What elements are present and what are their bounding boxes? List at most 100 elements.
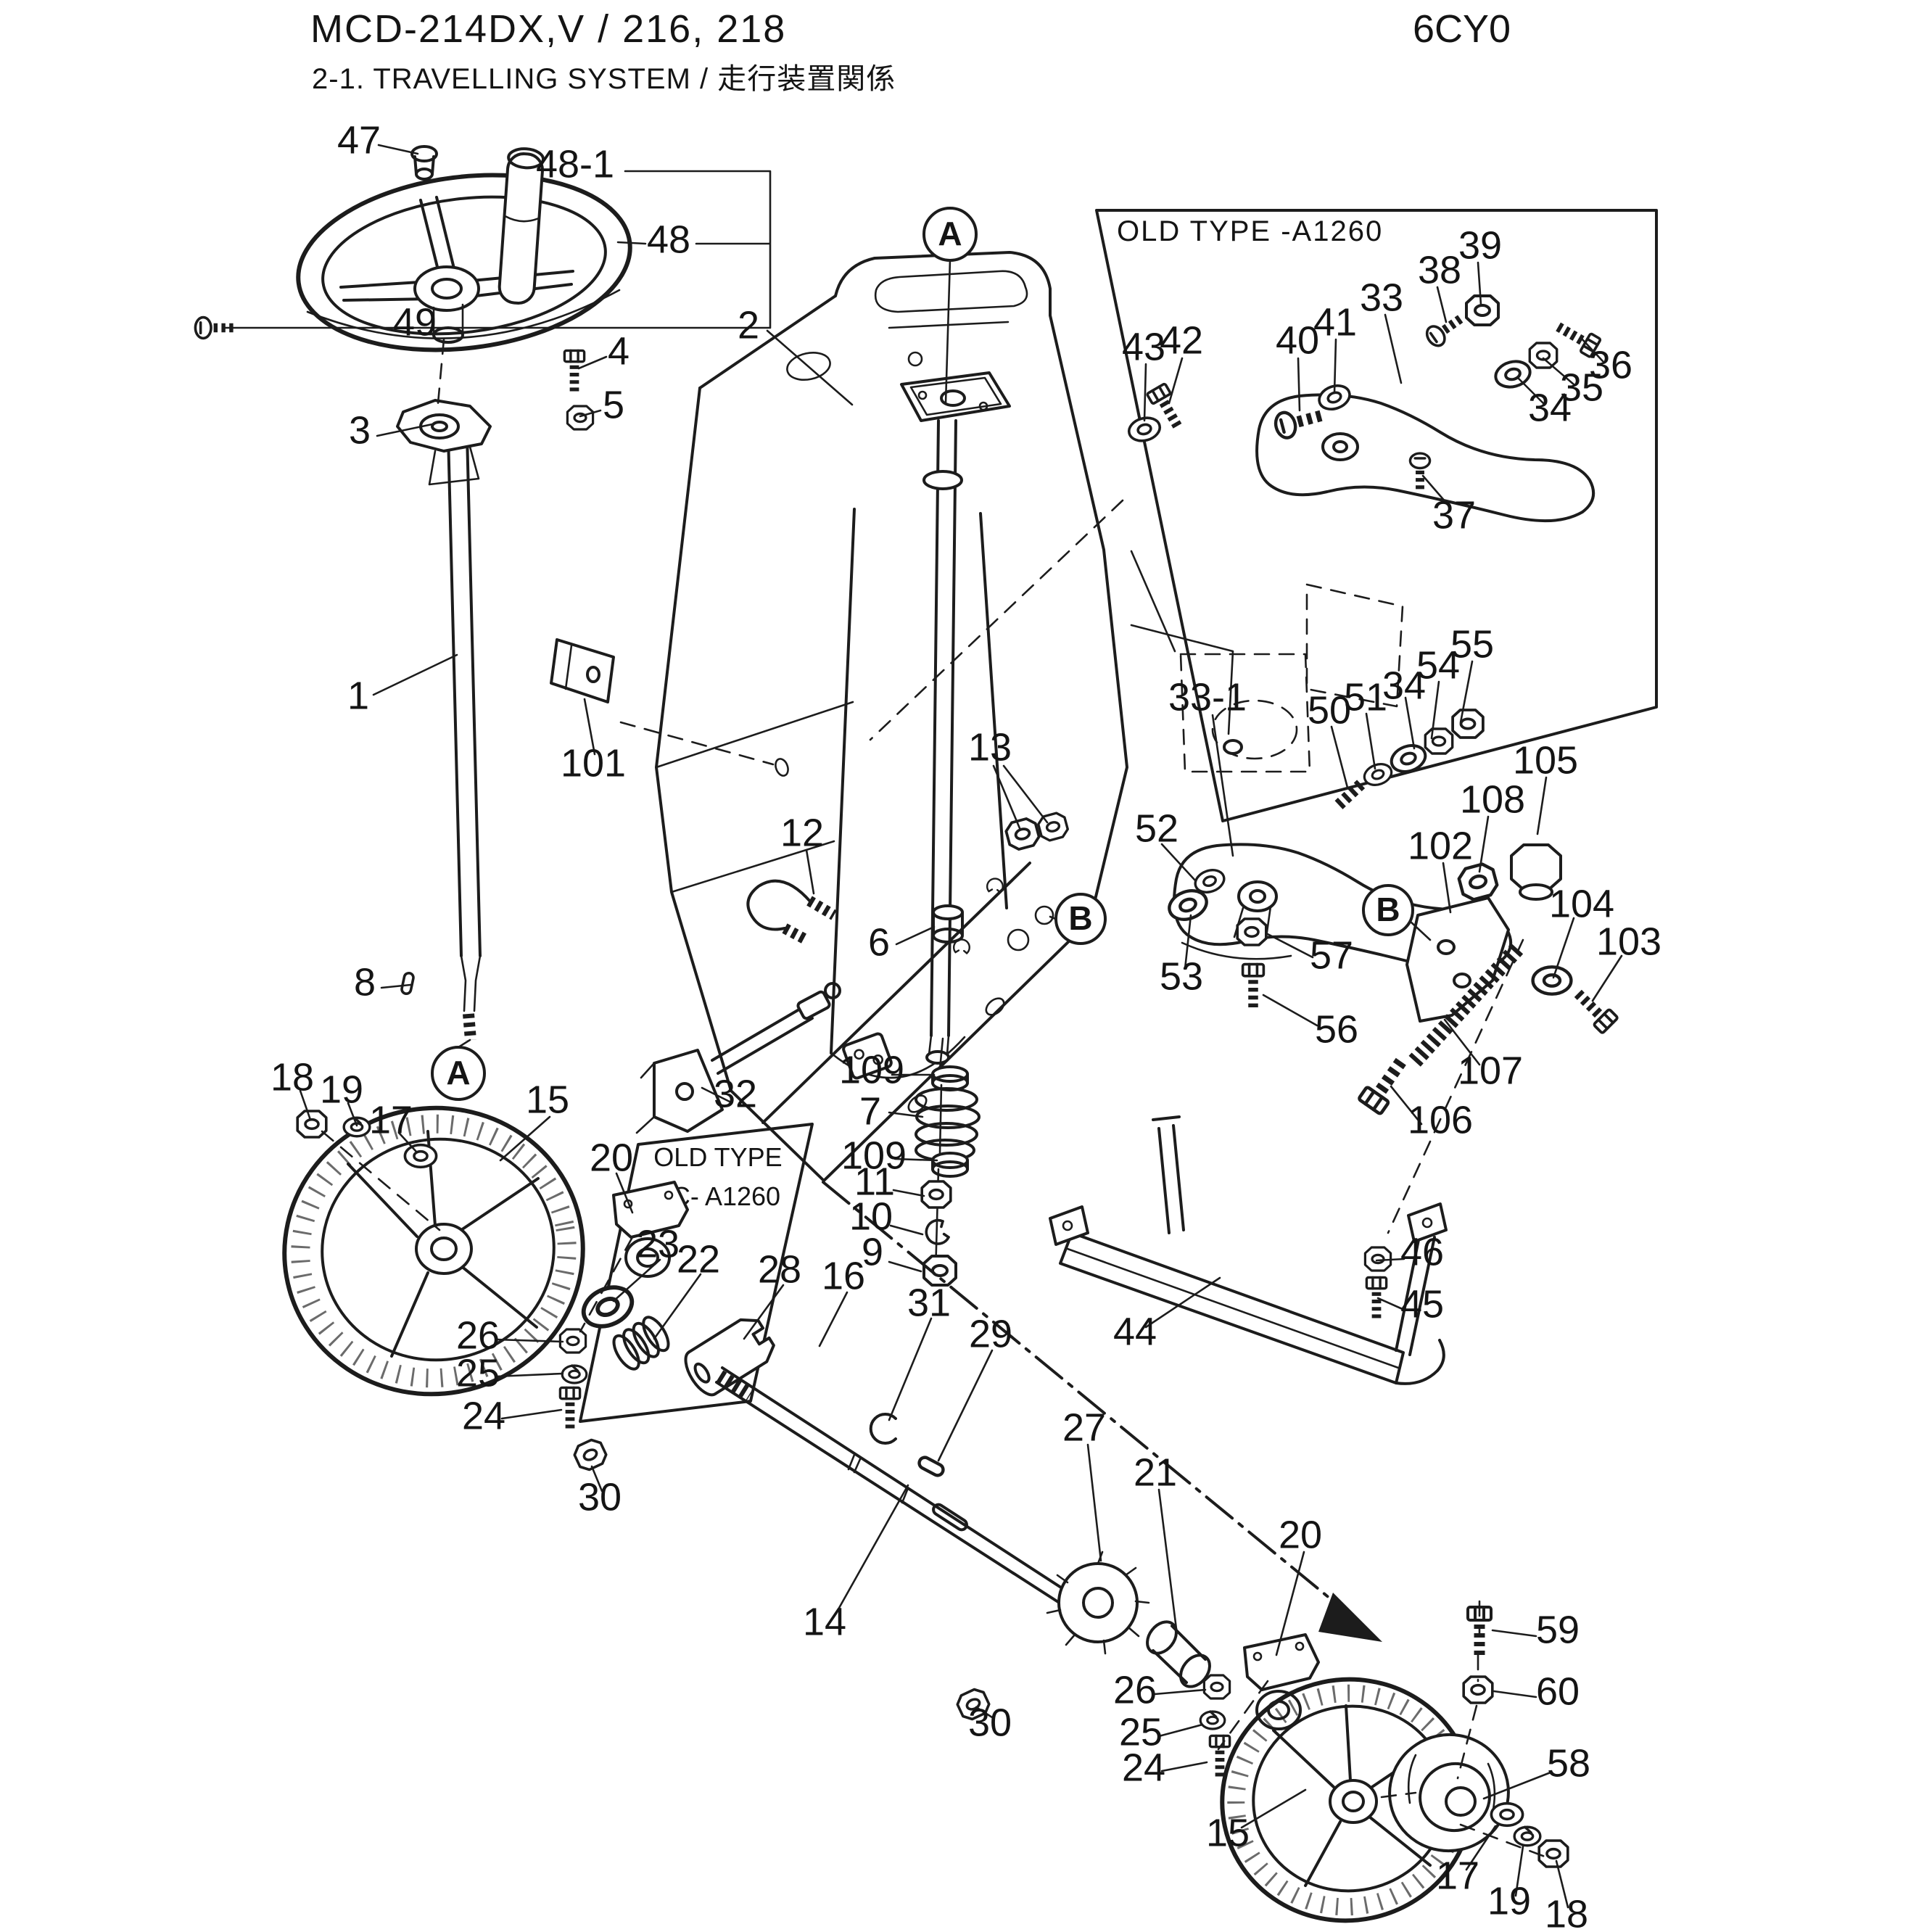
part-label-59: 59 xyxy=(1536,1608,1580,1651)
view-marker-a-left-letter: A xyxy=(446,1054,470,1091)
body-drawing xyxy=(655,251,1128,1182)
section-arrow xyxy=(822,1181,1382,1642)
part-label-2: 2 xyxy=(738,303,759,347)
old-type-a1260-inset-box: OLD TYPE -A1260 xyxy=(1095,209,1658,822)
part-label-102: 102 xyxy=(1408,824,1473,867)
part-label-34: 34 xyxy=(1528,386,1572,429)
view-marker-b-right-letter: B xyxy=(1376,891,1400,928)
part-label-20: 20 xyxy=(1279,1513,1322,1556)
part-label-33-1: 33-1 xyxy=(1168,675,1247,719)
part-label-24: 24 xyxy=(462,1394,505,1437)
view-marker-a-left: A xyxy=(431,1046,486,1101)
part-label-109: 109 xyxy=(841,1134,907,1177)
page-code: 6CY0 xyxy=(1413,7,1511,51)
part-label-11: 11 xyxy=(854,1160,895,1203)
part-label-24: 24 xyxy=(1122,1746,1165,1789)
part-label-17: 17 xyxy=(1436,1854,1479,1897)
old-type-right-title: OLD TYPE -A1260 xyxy=(1117,215,1383,247)
view-marker-b-left: B xyxy=(1054,893,1107,945)
part-label-107: 107 xyxy=(1458,1049,1523,1092)
view-marker-b-right: B xyxy=(1362,884,1414,936)
view-marker-b-left-letter: B xyxy=(1068,899,1092,937)
part-label-5: 5 xyxy=(603,383,624,426)
part-label-37: 37 xyxy=(1432,493,1476,537)
clutch-parts-drawing xyxy=(577,1280,775,1397)
part-label-108: 108 xyxy=(1460,777,1525,821)
part-label-38: 38 xyxy=(1418,248,1461,292)
part-label-12: 12 xyxy=(780,811,824,854)
lever-32-drawing xyxy=(635,982,841,1134)
bracket-101-drawing xyxy=(550,638,789,777)
part-label-1: 1 xyxy=(347,674,369,717)
part-label-28: 28 xyxy=(758,1247,801,1291)
part-label-25: 25 xyxy=(1119,1710,1163,1754)
view-marker-a-top-letter: A xyxy=(938,215,962,252)
part-label-53: 53 xyxy=(1160,954,1203,998)
part-label-15: 15 xyxy=(1206,1811,1250,1854)
part-label-50: 50 xyxy=(1308,688,1351,732)
part-label-26: 26 xyxy=(456,1313,500,1357)
part-label-103: 103 xyxy=(1596,920,1661,963)
part-label-30: 30 xyxy=(578,1475,622,1519)
part-label-34: 34 xyxy=(1382,664,1426,707)
part-label-52: 52 xyxy=(1135,806,1178,850)
part-label-42: 42 xyxy=(1160,318,1203,362)
handwheel-drawing xyxy=(195,145,632,1041)
part-label-58: 58 xyxy=(1547,1741,1590,1785)
part-label-45: 45 xyxy=(1400,1282,1444,1326)
part-label-49: 49 xyxy=(393,300,437,344)
part-label-106: 106 xyxy=(1408,1098,1473,1142)
axle-assembly-drawing xyxy=(715,1366,1320,1778)
part-label-48-1: 48-1 xyxy=(536,142,614,186)
part-label-48: 48 xyxy=(647,218,690,261)
part-label-18: 18 xyxy=(1545,1892,1588,1932)
part-label-29: 29 xyxy=(969,1312,1012,1355)
part-label-47: 47 xyxy=(337,118,381,162)
part-label-13: 13 xyxy=(968,725,1012,769)
part-label-8: 8 xyxy=(354,960,376,1004)
right-wheel-drawing xyxy=(1220,1607,1569,1923)
old-type-pedal-drawing xyxy=(1125,294,1601,523)
view-marker-a-top: A xyxy=(922,207,978,262)
part-label-4: 4 xyxy=(608,329,629,373)
part-label-104: 104 xyxy=(1549,882,1614,925)
adjuster-bracket-drawing xyxy=(1358,843,1618,1114)
part-label-55: 55 xyxy=(1450,622,1494,666)
part-label-33: 33 xyxy=(1360,276,1403,319)
part-label-105: 105 xyxy=(1513,738,1578,782)
part-label-19: 19 xyxy=(320,1068,363,1111)
part-label-109: 109 xyxy=(839,1048,904,1091)
part-label-27: 27 xyxy=(1062,1405,1106,1449)
construction-dashed-lines xyxy=(321,338,1546,1858)
part-label-3: 3 xyxy=(349,408,371,452)
part-label-14: 14 xyxy=(803,1600,846,1643)
part-label-23: 23 xyxy=(636,1222,680,1266)
part-label-41: 41 xyxy=(1313,300,1357,344)
section-title: 2-1. TRAVELLING SYSTEM / 走行装置関係 xyxy=(312,63,896,95)
part-label-19: 19 xyxy=(1487,1879,1531,1923)
part-label-22: 22 xyxy=(677,1237,720,1281)
part-label-36: 36 xyxy=(1589,343,1632,387)
steering-column-drawing xyxy=(915,419,1071,1287)
part-label-35: 35 xyxy=(1560,366,1603,409)
part-label-40: 40 xyxy=(1276,318,1319,362)
part-label-44: 44 xyxy=(1113,1310,1157,1353)
part-label-16: 16 xyxy=(822,1254,865,1297)
part-label-26: 26 xyxy=(1113,1668,1157,1712)
part-label-54: 54 xyxy=(1416,643,1460,687)
part-label-39: 39 xyxy=(1458,223,1502,267)
part-label-6: 6 xyxy=(868,920,890,964)
hook-12-drawing xyxy=(746,879,837,945)
part-label-9: 9 xyxy=(862,1230,883,1273)
part-label-7: 7 xyxy=(859,1089,881,1133)
guard-bracket-44-drawing xyxy=(1049,1115,1448,1385)
page-title: MCD-214DX,V / 216, 218 xyxy=(310,7,786,51)
part-label-51: 51 xyxy=(1344,675,1387,719)
part-label-43: 43 xyxy=(1122,325,1165,368)
part-label-32: 32 xyxy=(714,1072,757,1115)
part-label-17: 17 xyxy=(369,1098,413,1142)
part-label-20: 20 xyxy=(590,1136,633,1179)
leader-lines xyxy=(299,144,1623,1909)
